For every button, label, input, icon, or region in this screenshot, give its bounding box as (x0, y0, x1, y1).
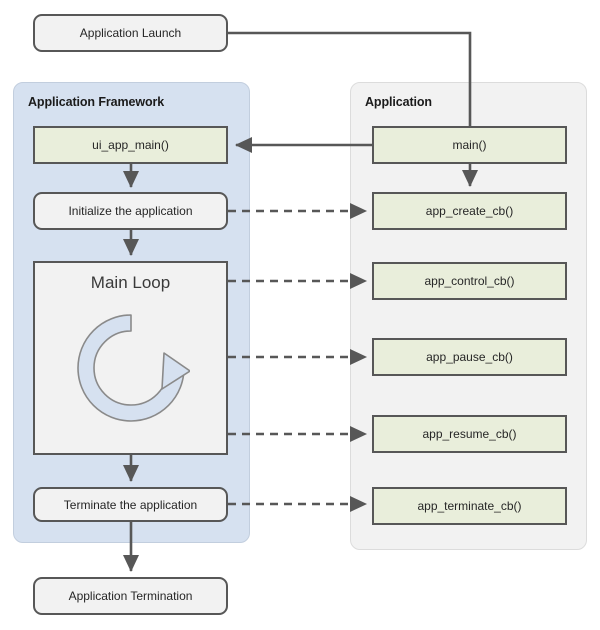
app-terminate-cb-node[interactable]: app_terminate_cb() (372, 487, 567, 525)
application-termination-label: Application Termination (68, 589, 193, 603)
application-framework-panel-title: Application Framework (28, 95, 165, 109)
main-loop-label: Main Loop (90, 273, 171, 292)
initialize-application-node[interactable]: Initialize the application (33, 192, 228, 230)
application-launch-node[interactable]: Application Launch (33, 14, 228, 52)
main-node[interactable]: main() (372, 126, 567, 164)
ui-app-main-node[interactable]: ui_app_main() (33, 126, 228, 164)
main-loop-node[interactable]: Main Loop (33, 261, 228, 455)
main-label: main() (452, 138, 487, 152)
app-terminate-cb-label: app_terminate_cb() (417, 499, 522, 513)
refresh-loop-icon (76, 314, 190, 422)
ui-app-main-label: ui_app_main() (92, 138, 169, 152)
terminate-application-label: Terminate the application (63, 497, 198, 512)
app-pause-cb-node[interactable]: app_pause_cb() (372, 338, 567, 376)
application-termination-node[interactable]: Application Termination (33, 577, 228, 615)
app-pause-cb-label: app_pause_cb() (426, 350, 513, 364)
application-launch-label: Application Launch (79, 26, 182, 40)
app-control-cb-node[interactable]: app_control_cb() (372, 262, 567, 300)
app-create-cb-node[interactable]: app_create_cb() (372, 192, 567, 230)
app-control-cb-label: app_control_cb() (424, 274, 515, 288)
app-resume-cb-label: app_resume_cb() (422, 427, 517, 441)
initialize-application-label: Initialize the application (68, 204, 193, 218)
app-resume-cb-node[interactable]: app_resume_cb() (372, 415, 567, 453)
application-panel-title: Application (365, 95, 432, 109)
terminate-application-node[interactable]: Terminate the application (33, 487, 228, 522)
app-create-cb-label: app_create_cb() (425, 204, 514, 218)
